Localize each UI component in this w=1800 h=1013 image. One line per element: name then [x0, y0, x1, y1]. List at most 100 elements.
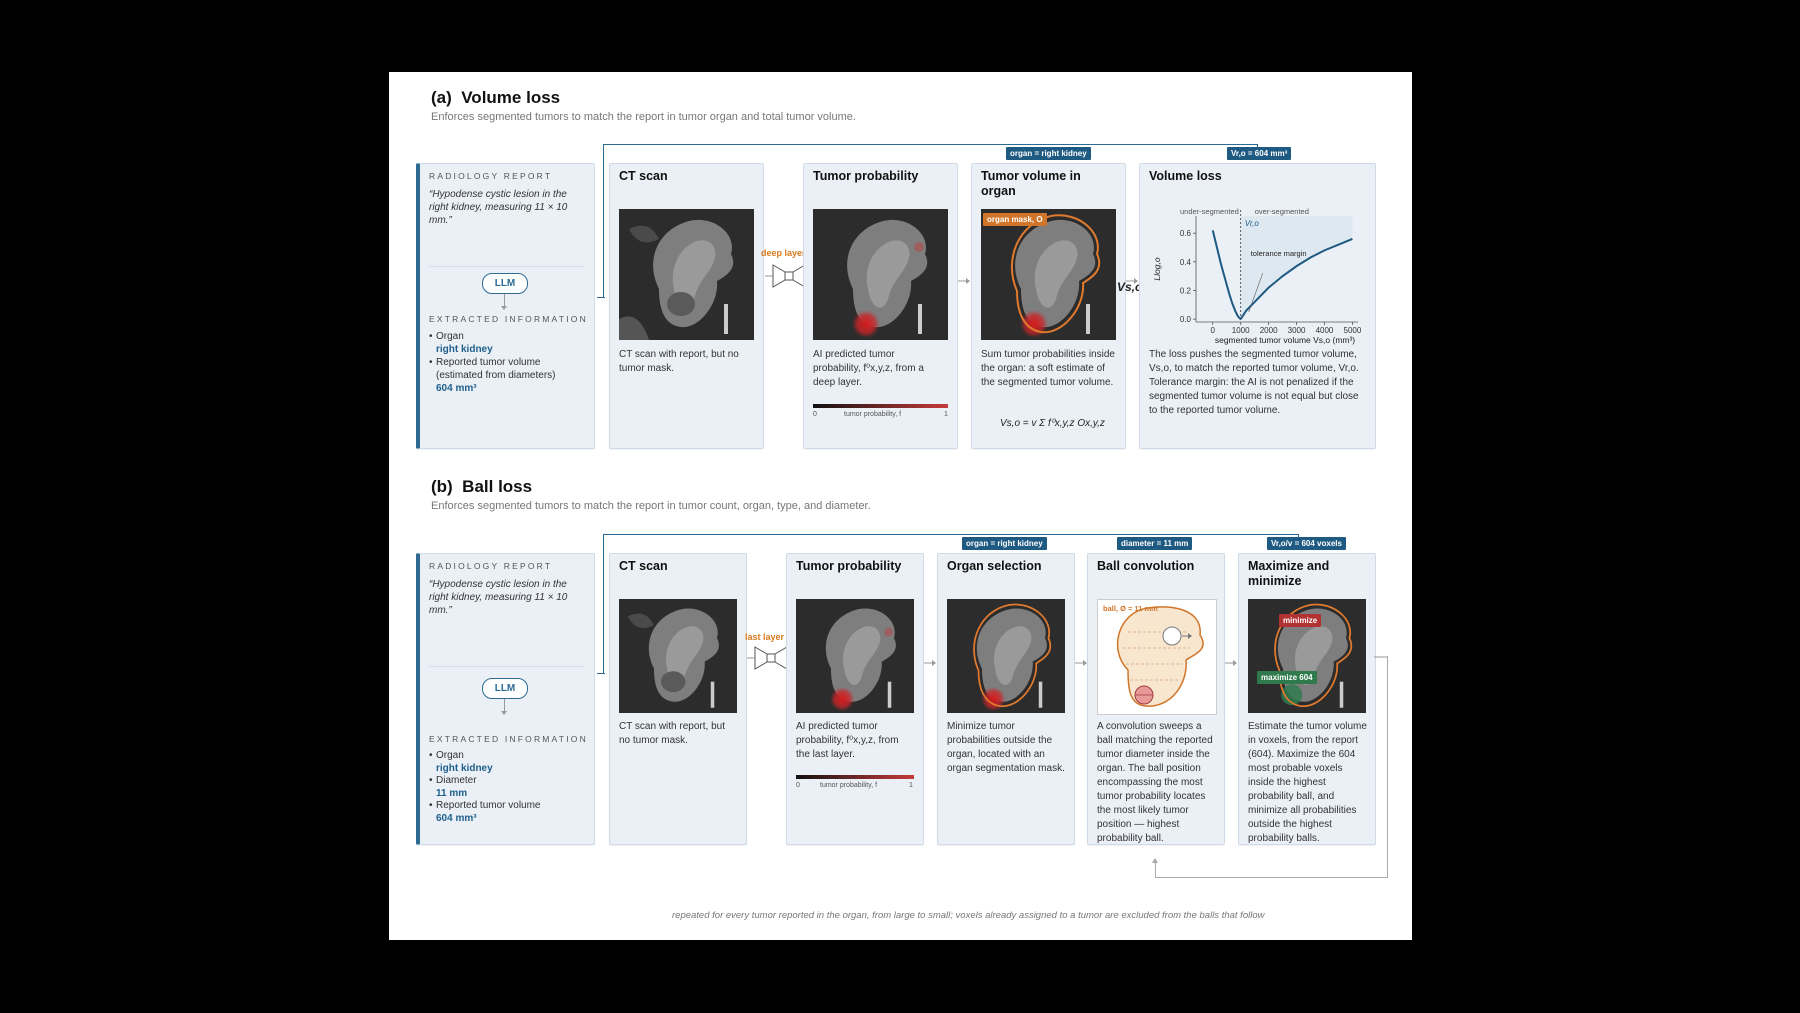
report-quote-a: “Hypodense cystic lesion in the right ki…	[429, 189, 568, 226]
extract-organ-label: Organ	[436, 331, 464, 342]
connector-a-horizontal	[603, 144, 1258, 146]
arrow-right-icon	[1075, 654, 1087, 672]
section-b-name: Ball loss	[462, 477, 533, 496]
prob-desc-a: AI predicted tumor probability, f⁰x,y,z,…	[813, 348, 948, 390]
annotation-tolerance: tolerance margin	[1251, 249, 1307, 258]
ct-image-a	[619, 209, 754, 340]
llm-badge-a: LLM	[482, 273, 528, 294]
loop-back-horizontal	[1155, 877, 1388, 878]
report-panel-b: RADIOLOGY REPORT “Hypodense cystic lesio…	[416, 553, 595, 845]
organ-vol-title-1: Tumor volume in	[981, 169, 1081, 183]
report-panel-a: RADIOLOGY REPORT “Hypodense cystic lesio…	[416, 163, 595, 449]
divider	[429, 666, 584, 667]
connector-a-vertical	[603, 144, 605, 298]
x-tick-label: 1000	[1232, 326, 1250, 335]
extract-organ-value: right kidney	[436, 344, 493, 355]
x-tick-label: 2000	[1260, 326, 1278, 335]
section-b-label: (b)	[431, 477, 453, 496]
y-tick-label: 0.4	[1180, 258, 1192, 267]
extracted-kicker-a: EXTRACTED INFORMATION	[429, 314, 588, 324]
extract-organ-value-b: right kidney	[436, 762, 493, 774]
ct-title-a: CT scan	[619, 169, 668, 183]
organ-selection-panel: Organ selection Minimize tumor probabili…	[937, 553, 1075, 845]
y-tick-label: 0.0	[1180, 315, 1192, 324]
extract-volume-value: 604 mm³	[436, 383, 477, 394]
x-axis-label: segmented tumor volume Vs,o (mm³)	[1215, 335, 1355, 345]
arrow-right-icon	[924, 654, 936, 672]
llm-arrow-b	[504, 699, 505, 713]
report-quote-b: “Hypodense cystic lesion in the right ki…	[429, 579, 568, 616]
colorbar-b	[796, 775, 914, 779]
section-b-title: (b) Ball loss	[431, 477, 532, 497]
tag-volume-a: Vr,o = 604 mm³	[1227, 147, 1292, 160]
prob-desc-b-1: AI predicted tumor	[796, 721, 878, 732]
connector-b-stub	[597, 673, 605, 675]
organ-mask-tag: organ mask, O	[983, 213, 1047, 226]
deep-layer-label: deep layer	[761, 248, 806, 258]
ball-diagram	[1097, 599, 1217, 715]
tag-organ-b: organ = right kidney	[962, 537, 1047, 550]
arrow-up-icon	[1152, 858, 1158, 863]
section-a-label: (a)	[431, 88, 452, 107]
maxmin-title-2: minimize	[1248, 574, 1302, 588]
prob-desc-a-1: AI predicted tumor	[813, 349, 895, 360]
loop-back-up	[1155, 862, 1156, 878]
colorbar-max-a: 1	[944, 411, 948, 418]
x-tick-label: 0	[1211, 326, 1216, 335]
annotation-under: under-segmented	[1180, 207, 1239, 216]
colorbar-label-b: tumor probability, f	[820, 782, 878, 789]
ct-panel-b: CT scan CT scan with report, but no tumo…	[609, 553, 747, 845]
ct-title-b: CT scan	[619, 559, 668, 573]
connector-b-horizontal	[603, 534, 1299, 536]
prob-desc-b: AI predicted tumor probability, f⁰x,y,z,…	[796, 720, 914, 762]
organ-vol-title: Tumor volume in organ	[981, 169, 1081, 199]
maximize-minimize-panel: Maximize and minimize minimize maximize …	[1238, 553, 1376, 845]
organ-mask-image	[981, 209, 1116, 340]
arrow-head-icon	[501, 711, 507, 715]
ball-convolution-panel: Ball convolution ball, Ø = 11 mm A convo…	[1087, 553, 1225, 845]
prob-image-b	[796, 599, 914, 713]
connector-b-vertical	[603, 534, 605, 674]
arrow-head-icon	[501, 306, 507, 310]
prob-desc-a-3: deep layer.	[813, 377, 862, 388]
extracted-kicker-b: EXTRACTED INFORMATION	[429, 734, 588, 744]
organ-vol-desc: Sum tumor probabilities inside the organ…	[981, 349, 1115, 388]
maxmin-desc: Estimate the tumor volume in voxels, fro…	[1248, 721, 1367, 844]
annotation-over: over-segmented	[1255, 207, 1309, 216]
arrow-right-icon	[1126, 272, 1138, 290]
tag-diameter-b: diameter = 11 mm	[1117, 537, 1193, 550]
llm-badge-b: LLM	[482, 678, 528, 699]
arrow-right-icon	[958, 272, 970, 290]
organ-selection-image	[947, 599, 1065, 713]
volume-loss-desc: The loss pushes the segmented tumor volu…	[1149, 349, 1359, 416]
vso-label: Vs,o	[1117, 280, 1143, 294]
prob-panel-b: Tumor probability AI predicted tumor pro…	[786, 553, 924, 845]
divider	[429, 266, 584, 267]
report-kicker-a: RADIOLOGY REPORT	[429, 171, 553, 181]
report-kicker-b: RADIOLOGY REPORT	[429, 561, 553, 571]
arrow-right-icon	[1225, 654, 1237, 672]
loss-series-0	[1211, 230, 1242, 320]
x-tick-label: 4000	[1316, 326, 1334, 335]
ct-image-b	[619, 599, 737, 713]
prob-title-b: Tumor probability	[796, 559, 902, 573]
y-tick-label: 0.6	[1180, 229, 1192, 238]
ct-panel-a: CT scan CT scan with report, but no tumo…	[609, 163, 764, 449]
colorbar-min-b: 0	[796, 782, 800, 789]
prob-image-a	[813, 209, 948, 340]
extracted-list-a: •Organ right kidney •Reported tumor volu…	[429, 330, 589, 395]
tag-voxels-b: Vr,o/v = 604 voxels	[1267, 537, 1346, 550]
y-tick-label: 0.2	[1180, 286, 1192, 295]
organ-selection-title: Organ selection	[947, 559, 1042, 573]
x-tick-label: 5000	[1344, 326, 1362, 335]
prob-title-a: Tumor probability	[813, 169, 919, 183]
ball-convolution-desc: A convolution sweeps a ball matching the…	[1097, 721, 1213, 844]
footnote: repeated for every tumor reported in the…	[672, 910, 1265, 921]
extract-diam-label-b: Diameter	[436, 775, 477, 786]
prob-desc-a-2: probability, f⁰x,y,z, from a	[813, 363, 924, 374]
colorbar-label-a: tumor probability, f	[844, 411, 902, 418]
figure-canvas: (a) Volume loss Enforces segmented tumor…	[389, 72, 1412, 940]
extract-diam-value-b: 11 mm	[436, 787, 468, 799]
section-a-title: (a) Volume loss	[431, 88, 560, 108]
